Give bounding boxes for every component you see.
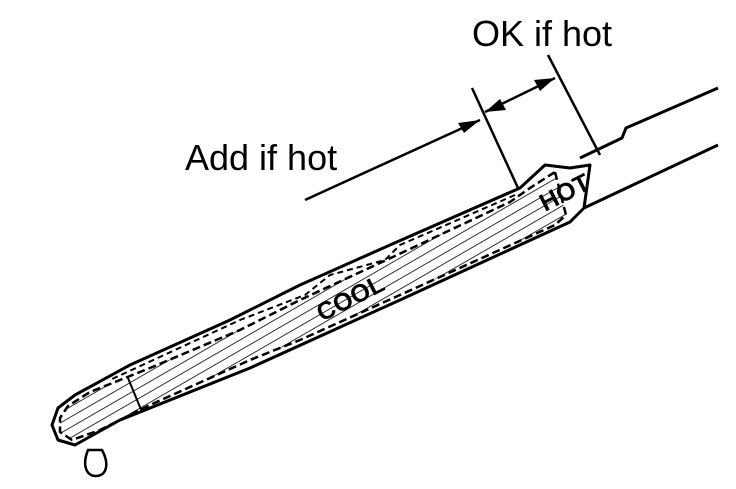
arrowheads xyxy=(458,78,555,133)
ok-if-hot-label: OK if hot xyxy=(472,13,612,54)
oil-film xyxy=(58,170,568,442)
dipstick-shaft xyxy=(579,86,719,210)
oil-drip xyxy=(84,448,108,478)
oil-contour xyxy=(109,194,516,381)
tip-mark xyxy=(127,377,143,413)
add-if-hot-label: Add if hot xyxy=(185,137,337,178)
